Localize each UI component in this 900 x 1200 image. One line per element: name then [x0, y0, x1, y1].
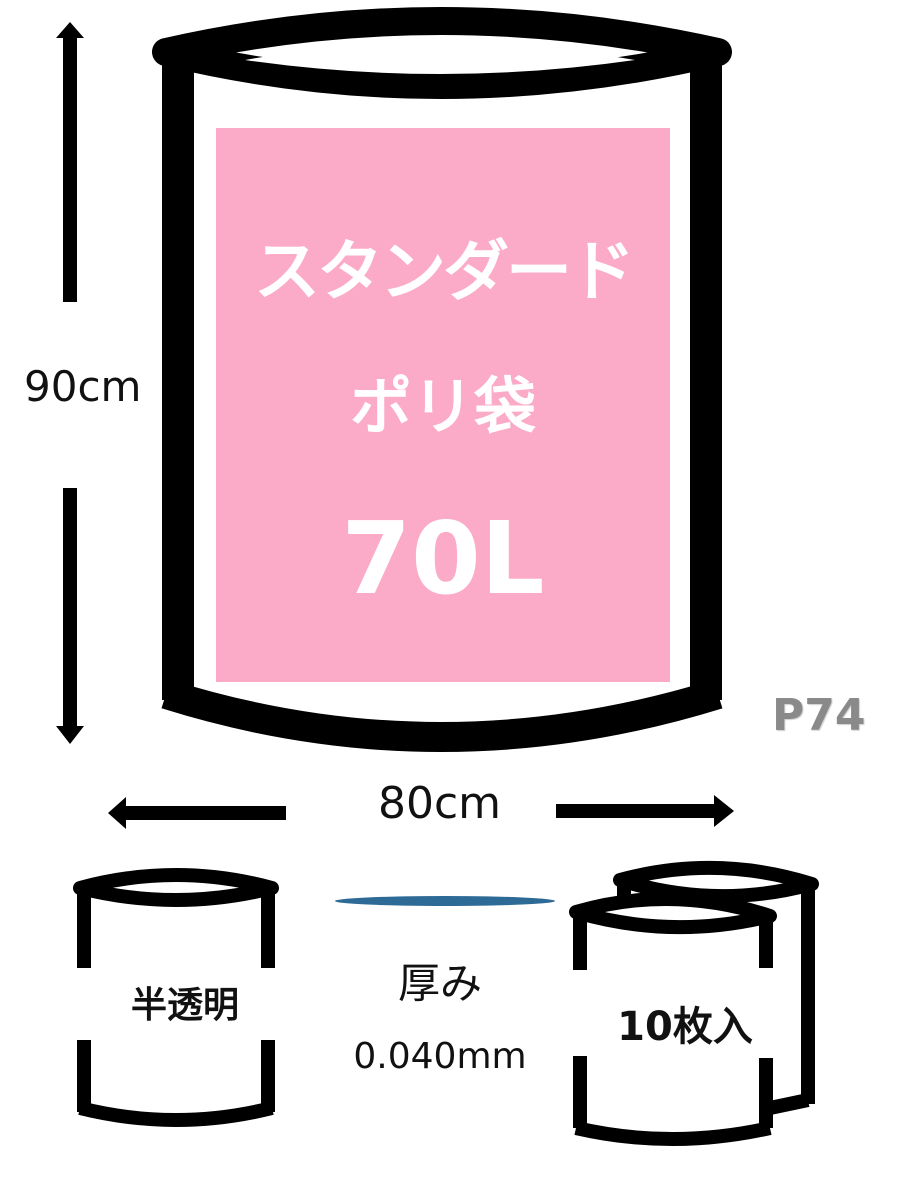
product-name-line2: ポリ袋 [349, 370, 536, 443]
thickness-line-icon [335, 896, 555, 906]
product-name-line1: スタンダード [254, 233, 635, 310]
thickness-value: 0.040mm [353, 1036, 527, 1077]
width-arrow-left-icon [108, 797, 286, 829]
transparency-label: 半透明 [130, 985, 239, 1026]
height-dimension-label: 90cm [24, 362, 142, 411]
translucent-bag-icon [73, 868, 279, 1127]
bag-outline-icon [152, 7, 732, 752]
stacked-rolls-icon [569, 860, 819, 1146]
count-label: 10枚入 [617, 1004, 753, 1050]
page-code-label: P74 [772, 690, 866, 741]
product-label-panel [216, 128, 670, 682]
height-arrow-icon [56, 22, 84, 744]
width-arrow-right-icon [556, 795, 734, 827]
thickness-label: 厚み [397, 959, 482, 1008]
width-dimension-label: 80cm [378, 778, 502, 829]
product-volume: 70L [341, 500, 545, 617]
